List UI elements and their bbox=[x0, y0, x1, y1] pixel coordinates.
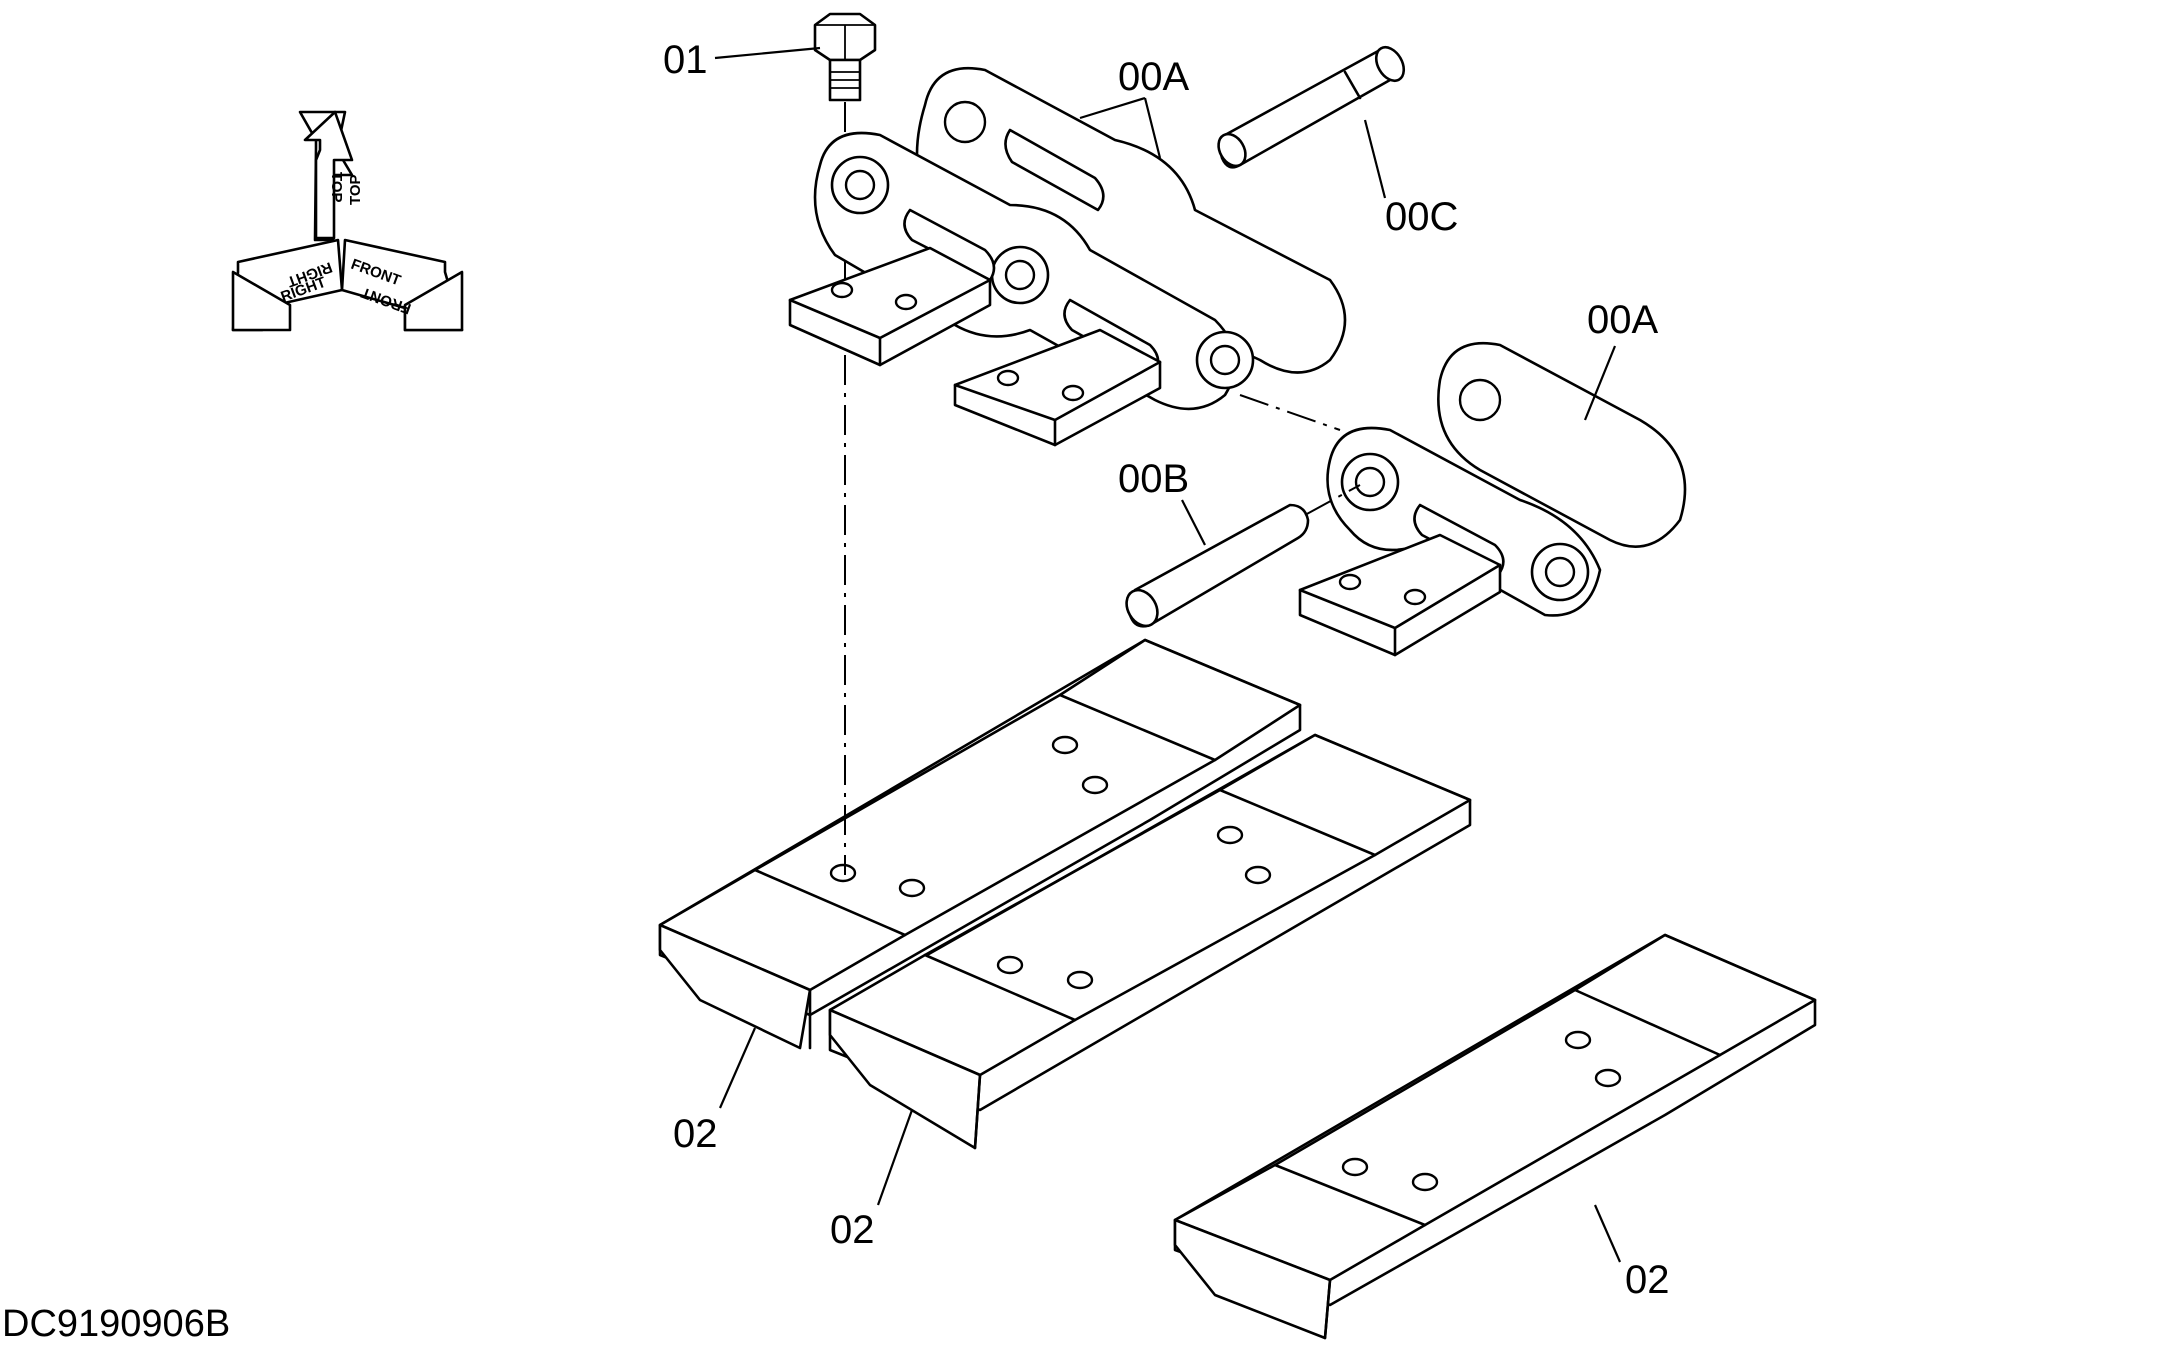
callout-00c: 00C bbox=[1385, 195, 1458, 239]
leader-lines bbox=[714, 46, 1622, 1263]
drawing-code: DC9190906B bbox=[2, 1303, 230, 1345]
callout-02-shoe-2: 02 bbox=[830, 1208, 875, 1252]
link-assembly-main bbox=[788, 66, 1347, 447]
bolt-part bbox=[813, 12, 877, 295]
orientation-top-label: TOP bbox=[328, 172, 345, 203]
track-shoe-1 bbox=[658, 638, 1302, 1050]
track-shoe-3 bbox=[1173, 933, 1817, 1340]
callout-00b: 00B bbox=[1118, 457, 1189, 501]
top-arrow-icon bbox=[303, 110, 354, 240]
orientation-indicator: TOP TOP RIGHT RIGHT FRONT FRONT bbox=[231, 110, 464, 332]
pin-part bbox=[1125, 484, 1361, 628]
link-assembly-secondary bbox=[1298, 341, 1687, 657]
track-shoe-2 bbox=[828, 733, 1472, 1150]
callout-00a-secondary: 00A bbox=[1587, 298, 1658, 342]
master-pin-part bbox=[1217, 45, 1406, 169]
callout-01: 01 bbox=[663, 38, 708, 82]
callout-02-shoe-3: 02 bbox=[1625, 1258, 1670, 1302]
orientation-top-label-mirror: TOP bbox=[347, 174, 364, 205]
callout-00a-main: 00A bbox=[1118, 55, 1189, 99]
callout-02-shoe-1: 02 bbox=[673, 1112, 718, 1156]
